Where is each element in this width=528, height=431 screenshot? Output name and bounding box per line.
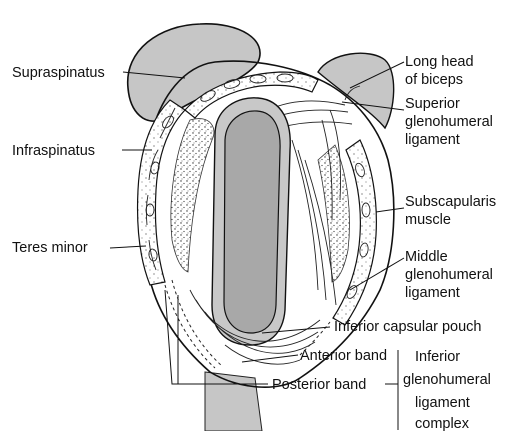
label-complex-1: Inferior	[415, 349, 460, 365]
label-inferior-pouch: Inferior capsular pouch	[334, 319, 482, 335]
label-anterior-band: Anterior band	[300, 348, 387, 364]
posterior-capsule-stipple	[171, 119, 214, 272]
label-subscap-2: muscle	[405, 212, 451, 228]
label-middle-3: ligament	[405, 285, 460, 301]
label-superior-2: glenohumeral	[405, 114, 493, 130]
label-superior-1: Superior	[405, 96, 460, 112]
label-superior-3: ligament	[405, 132, 460, 148]
subscapularis-tendon-blob	[318, 53, 394, 128]
label-supraspinatus: Supraspinatus	[12, 65, 105, 81]
anterior-capsule-stipple	[318, 145, 349, 282]
label-complex-3: ligament	[415, 395, 470, 411]
label-complex-4: complex	[415, 416, 470, 431]
label-posterior-band: Posterior band	[272, 377, 366, 393]
label-middle-1: Middle	[405, 249, 448, 265]
label-complex-2: glenohumeral	[403, 372, 491, 388]
glenoid-face	[224, 111, 280, 333]
label-subscap-1: Subscapularis	[405, 194, 496, 210]
label-middle-2: glenohumeral	[405, 267, 493, 283]
label-infraspinatus: Infraspinatus	[12, 143, 95, 159]
label-long-head-2: of biceps	[405, 72, 463, 88]
humerus-shaft	[205, 372, 262, 431]
label-long-head-1: Long head	[405, 54, 474, 70]
label-teres-minor: Teres minor	[12, 240, 88, 256]
